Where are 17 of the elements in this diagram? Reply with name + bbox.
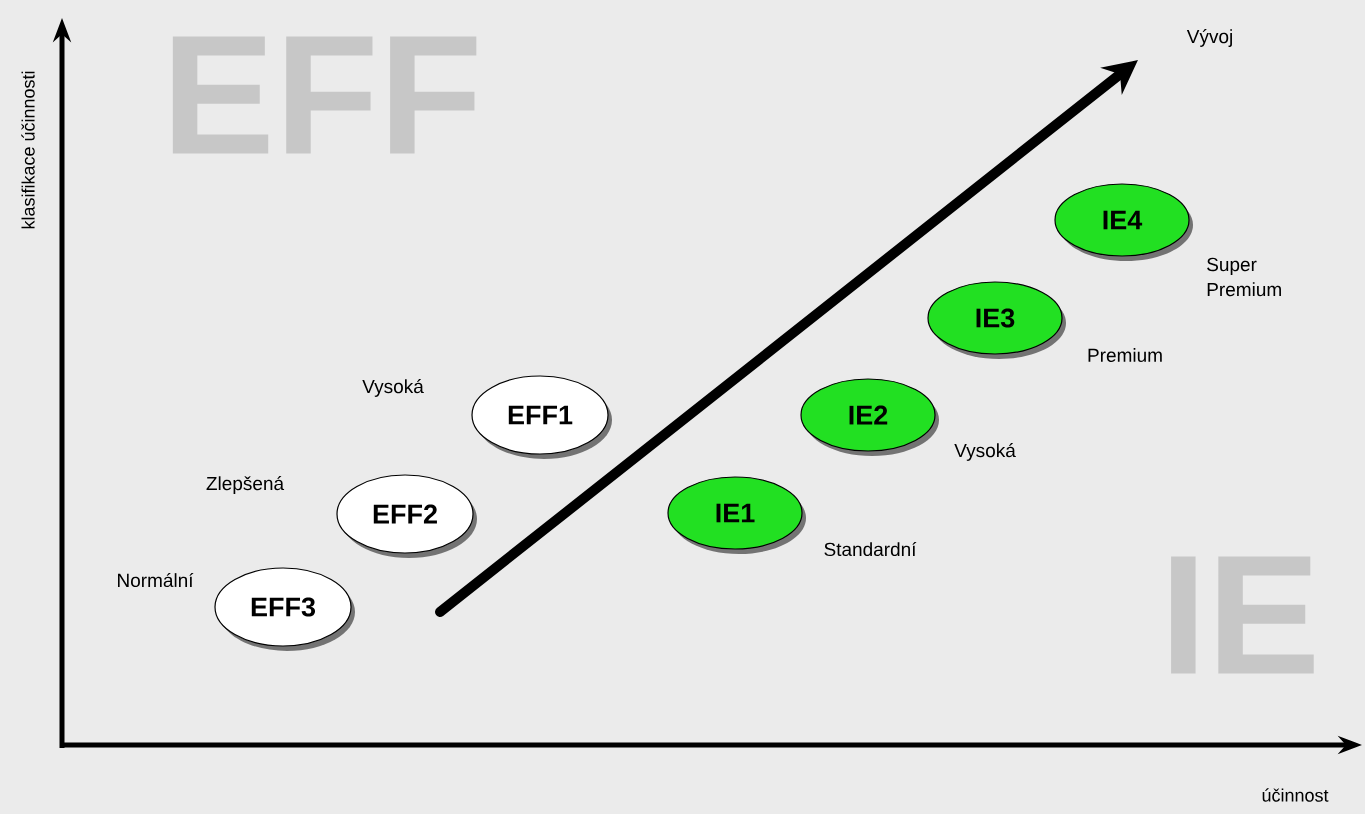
ellipse-node: IE3 (927, 281, 1066, 359)
ellipse-node: EFF3 (214, 567, 355, 651)
caption-text: Super Premium (1207, 257, 1281, 297)
caption-text: Zlepšená (206, 476, 285, 494)
caption-text: Vysoká (362, 379, 424, 397)
ellipse-node: EFF2 (336, 474, 477, 558)
ellipse-node: IE1 (667, 476, 806, 554)
axis-label: účinnost (1262, 788, 1329, 802)
caption-text: Normální (118, 572, 194, 588)
caption-text: Standardní (824, 541, 917, 557)
ellipse-node: IE2 (800, 378, 939, 456)
ellipse-node: EFF1 (471, 375, 612, 459)
caption-text: Vysoká (954, 443, 1016, 461)
arrow-label: Vývoj (1186, 29, 1232, 47)
axis-label: klasifikace účinnosti (21, 71, 35, 229)
caption-text: Premium (1088, 348, 1162, 362)
ellipse-node: IE4 (1054, 183, 1193, 261)
